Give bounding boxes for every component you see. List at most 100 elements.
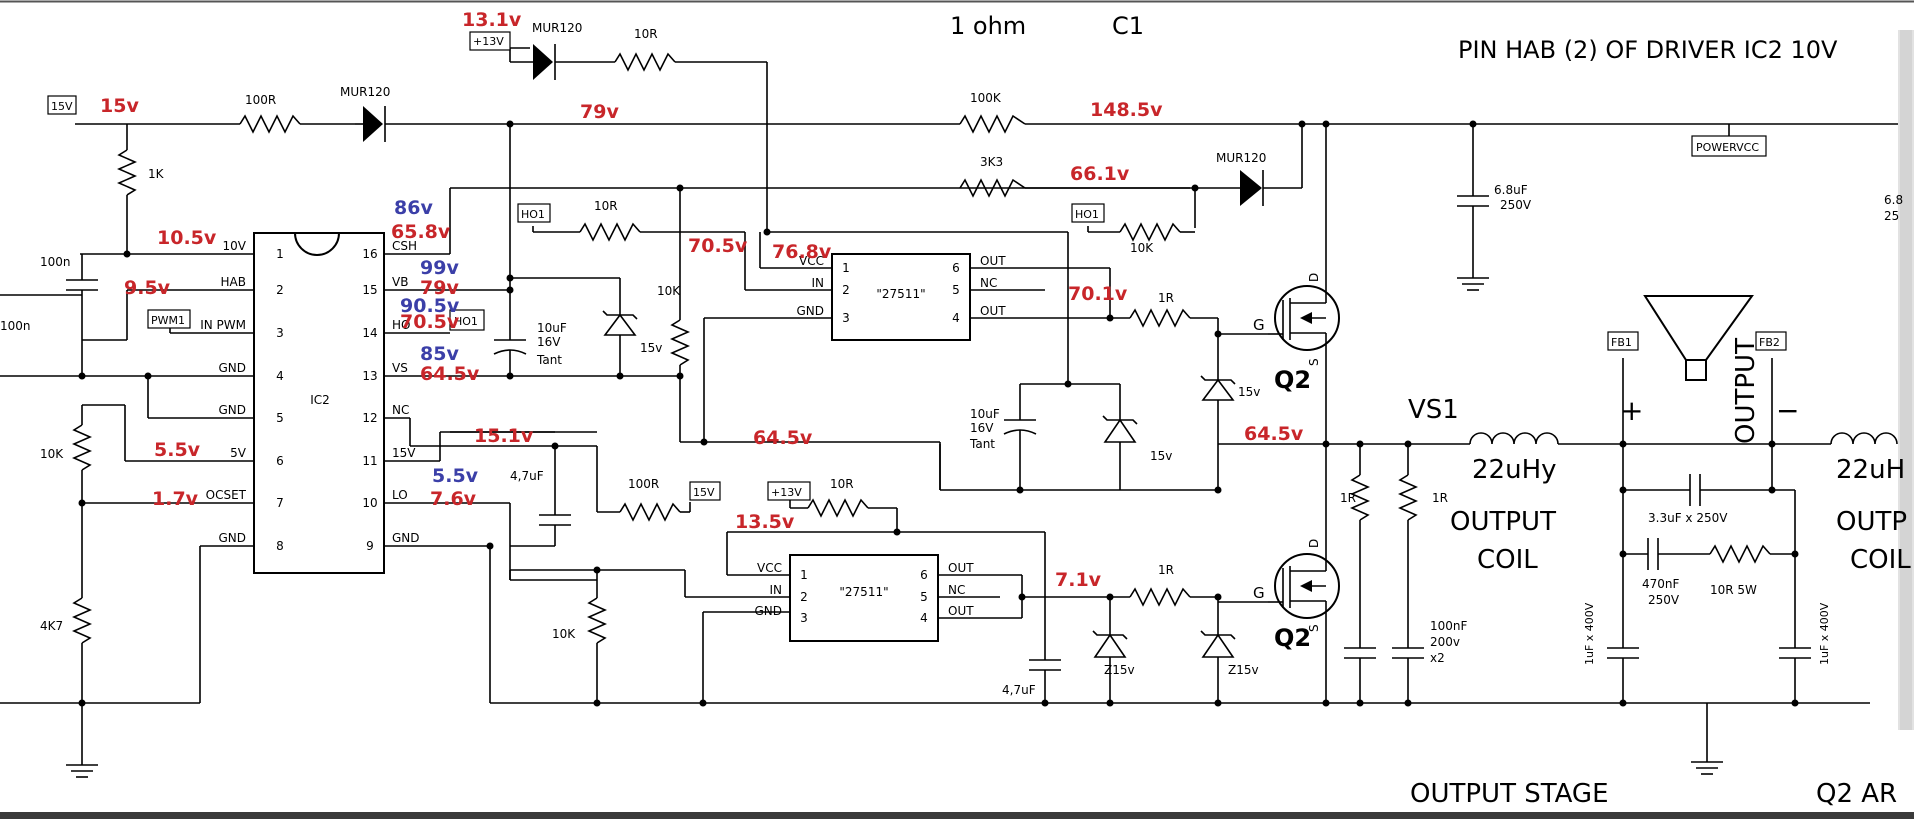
driver-pin-label: NC	[948, 583, 965, 597]
label-output-coil2-b: COIL	[1850, 545, 1911, 575]
ic2-pin-num: 9	[366, 539, 374, 553]
label-output-coil-b: COIL	[1477, 545, 1538, 575]
driver-pin-label: OUT	[948, 561, 974, 575]
ic2-pin-num: 5	[276, 411, 284, 425]
driver-pin-num: 5	[952, 283, 960, 297]
tag-fb1-text: FB1	[1611, 336, 1632, 349]
driver-pin-label: OUT	[980, 254, 1006, 268]
v-13-5: 13.5v	[735, 511, 795, 533]
ic2-pin-name: VS	[392, 361, 408, 375]
label-z15v-e: Z15v	[1228, 663, 1259, 677]
ic2-pin-name: 10V	[223, 239, 247, 253]
ic2-pin-name: 15V	[392, 446, 416, 460]
ic2-pin-name: HAB	[221, 275, 246, 289]
v-90-5: 90.5v	[400, 295, 460, 317]
label-1k: 1K	[148, 167, 165, 181]
ic2-pin-name: GND	[218, 531, 246, 545]
tag-ho1-c	[1071, 203, 1105, 223]
tag-13vb-text: +13V	[771, 486, 802, 499]
label-6-8-b: 6.8	[1884, 193, 1903, 207]
label-100nf: 100nF	[1430, 619, 1468, 633]
label-470nf-v: 250V	[1648, 593, 1680, 607]
header-c1: C1	[1112, 12, 1144, 40]
v-86: 86v	[394, 197, 433, 219]
ic2-pin-num: 13	[362, 369, 377, 383]
mosfet-top	[1274, 285, 1340, 351]
ic2-pin-name: 5V	[230, 446, 247, 460]
label-mur120-a: MUR120	[340, 85, 390, 99]
v-99: 99v	[420, 257, 459, 279]
v-1-7: 1.7v	[152, 488, 199, 510]
driver-pin-num: 1	[800, 568, 808, 582]
label-d-bot: D	[1307, 539, 1321, 548]
label-q2-bot: Q2	[1274, 624, 1311, 652]
driver-top-body	[831, 253, 971, 341]
label-g-top: G	[1253, 316, 1265, 334]
label-470nf: 470nF	[1642, 577, 1680, 591]
tag-13v-text: +13V	[473, 35, 504, 48]
driver-pin-num: 6	[952, 261, 960, 275]
v-70-5-a: 70.5v	[400, 311, 460, 333]
driver-bot-name: "27511"	[839, 585, 888, 599]
v-7-1: 7.1v	[1055, 569, 1102, 591]
ic2-pin-num: 10	[362, 496, 377, 510]
ic2-pin-name: OCSET	[206, 488, 247, 502]
driver-pin-num: 6	[920, 568, 928, 582]
ic2-pin-num: 7	[276, 496, 284, 510]
v-148-5: 148.5v	[1090, 99, 1163, 121]
driver-pin-num: 1	[842, 261, 850, 275]
v-7-6: 7.6v	[430, 488, 477, 510]
label-4-7uf-b: 4,7uF	[1002, 683, 1036, 697]
v-9-5: 9.5v	[124, 277, 171, 299]
ic2-pin-num: 8	[276, 539, 284, 553]
mosfet-bottom	[1274, 553, 1340, 619]
ic2-pin-name: VB	[392, 275, 408, 289]
tag-powervcc-text: POWERVCC	[1696, 141, 1759, 154]
v-15: 15v	[100, 95, 139, 117]
speaker-icon	[1643, 295, 1754, 361]
label-100r: 100R	[245, 93, 276, 107]
label-mur120-c: MUR120	[1216, 151, 1266, 165]
v-10-5: 10.5v	[157, 227, 217, 249]
label-d-top: D	[1307, 273, 1321, 282]
ic2-pin-num: 16	[362, 247, 377, 261]
tag-13v-bot	[767, 481, 811, 501]
label-vs1: VS1	[1408, 395, 1459, 425]
label-1r-bot: 1R	[1158, 563, 1174, 577]
speaker-magnet	[1685, 359, 1707, 381]
label-z15-b: 15v	[1238, 385, 1260, 399]
label-s-bot: S	[1307, 624, 1321, 632]
label-s-top: S	[1307, 358, 1321, 366]
ic2-pin-name: GND	[218, 361, 246, 375]
ic2-pin-num: 15	[362, 283, 377, 297]
ic2-pin-num: 12	[362, 411, 377, 425]
ic2-pin-num: 6	[276, 454, 284, 468]
v-76-8: 76.8v	[772, 241, 832, 263]
v-79: 79v	[580, 101, 619, 123]
tag-13v-top	[469, 31, 511, 51]
label-z15-a: 15v	[640, 341, 662, 355]
label-100n-left: 100n	[0, 319, 31, 333]
driver-pin-label: GND	[754, 604, 782, 618]
label-output-coil-a: OUTPUT	[1450, 507, 1556, 537]
ic2-pin-name: CSH	[392, 239, 417, 253]
driver-pin-label: GND	[796, 304, 824, 318]
label-1r-a: 1R	[1340, 491, 1356, 505]
label-6-8uf-v: 250V	[1500, 198, 1532, 212]
driver-pin-num: 3	[842, 311, 850, 325]
v-79-b: 79v	[420, 277, 459, 299]
tag-fb1	[1607, 331, 1639, 351]
v-70-1: 70.1v	[1068, 283, 1128, 305]
label-q2-top: Q2	[1274, 366, 1311, 394]
ic2-pin-name: GND	[218, 403, 246, 417]
label-10k-b: 10K	[552, 627, 576, 641]
v-13-1: 13.1v	[462, 9, 522, 31]
driver-pin-num: 4	[920, 611, 928, 625]
ic2-pin-num: 3	[276, 326, 284, 340]
